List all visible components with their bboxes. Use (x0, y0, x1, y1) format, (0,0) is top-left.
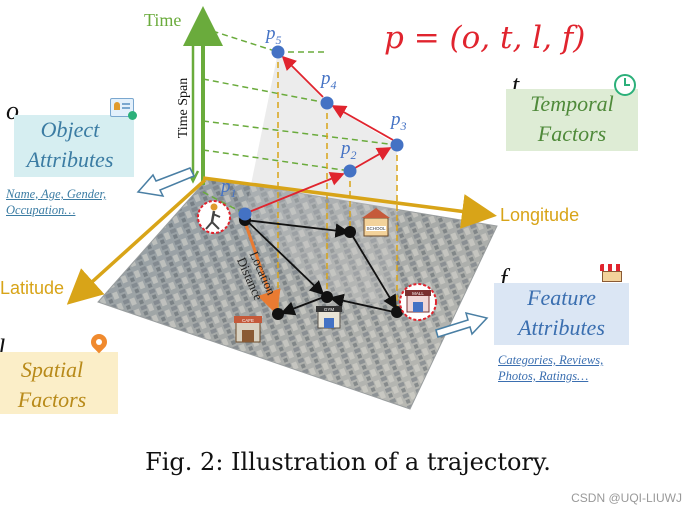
object-attributes-box (14, 115, 134, 177)
feature-attributes-title: Feature Attributes (494, 283, 629, 343)
spatial-title-line2: Factors (17, 387, 87, 412)
trajectory-surface (245, 52, 397, 305)
feature-letter: f (500, 264, 508, 293)
temporal-title-line1: Temporal (530, 91, 614, 116)
label-p2: p2 (339, 138, 357, 162)
formula: p = (o, t, l, f) (384, 20, 586, 56)
latitude-label: Latitude (0, 278, 65, 298)
label-p4: p4 (319, 68, 337, 92)
ground-points (239, 214, 403, 320)
point-p2 (343, 164, 357, 178)
watermark: CSDN @UQI-LIUWJ (571, 491, 682, 505)
object-attributes-title: Object Attributes (14, 115, 126, 175)
figure-caption: Fig. 2: Illustration of a trajectory. (145, 448, 551, 476)
store-icon (600, 264, 624, 282)
feature-attributes-box (494, 283, 629, 345)
svg-text:CAFE: CAFE (242, 318, 254, 323)
object-note: Name, Age, Gender, Occupation… (6, 186, 106, 218)
person-icon (197, 200, 231, 234)
feature-title-line2: Attributes (518, 315, 605, 340)
mall-icon: MALL (399, 283, 437, 321)
object-note-line1: Name, Age, Gender, (6, 187, 107, 201)
trajectory-points (238, 45, 404, 221)
gym-icon: GYM (316, 306, 342, 329)
latitude-axis (66, 178, 207, 305)
point-p5 (271, 45, 285, 59)
id-card-icon (110, 98, 137, 120)
stopwatch-icon (614, 74, 636, 96)
svg-text:SCHOOL: SCHOOL (366, 226, 386, 231)
point-p3 (390, 138, 404, 152)
temporal-factors-title: Temporal Factors (506, 89, 638, 149)
object-note-line2: Occupation… (6, 203, 76, 217)
feature-title-line1: Feature (527, 285, 596, 310)
location-distance-arrow (243, 221, 281, 315)
longitude-label: Longitude (500, 205, 580, 225)
point-p1 (238, 207, 252, 221)
cafe-icon: CAFE (234, 316, 262, 343)
object-arrow (136, 167, 196, 197)
object-title-line2: Attributes (26, 147, 114, 172)
spatial-letter: l (0, 334, 5, 364)
ground-trajectory (244, 219, 397, 316)
point-p4 (320, 96, 334, 110)
longitude-axis (202, 176, 497, 229)
label-p5: p5 (264, 23, 282, 47)
feature-note: Categories, Reviews, Photos, Ratings… (498, 352, 603, 384)
label-p3: p3 (389, 109, 407, 133)
feature-arrow (435, 311, 489, 338)
time-span-label: Time Span (176, 77, 191, 139)
temporal-title-line2: Factors (537, 121, 607, 146)
spatial-factors-title: Spatial Factors (0, 355, 104, 415)
temporal-factors-box (506, 89, 638, 151)
temporal-letter: t (512, 70, 520, 99)
svg-text:MALL: MALL (412, 291, 424, 296)
time-axis-label: Time (144, 10, 182, 30)
object-title-line1: Object (40, 117, 100, 142)
spatial-factors-box (0, 352, 118, 414)
feature-note-line2: Photos, Ratings… (498, 369, 589, 383)
space-time-trajectory (248, 55, 394, 213)
feature-note-line1: Categories, Reviews, (498, 353, 604, 367)
spatial-title-line1: Spatial (20, 357, 84, 382)
school-icon: SCHOOL (362, 208, 390, 237)
svg-text:GYM: GYM (324, 307, 335, 312)
label-p1: p1 (219, 176, 237, 200)
